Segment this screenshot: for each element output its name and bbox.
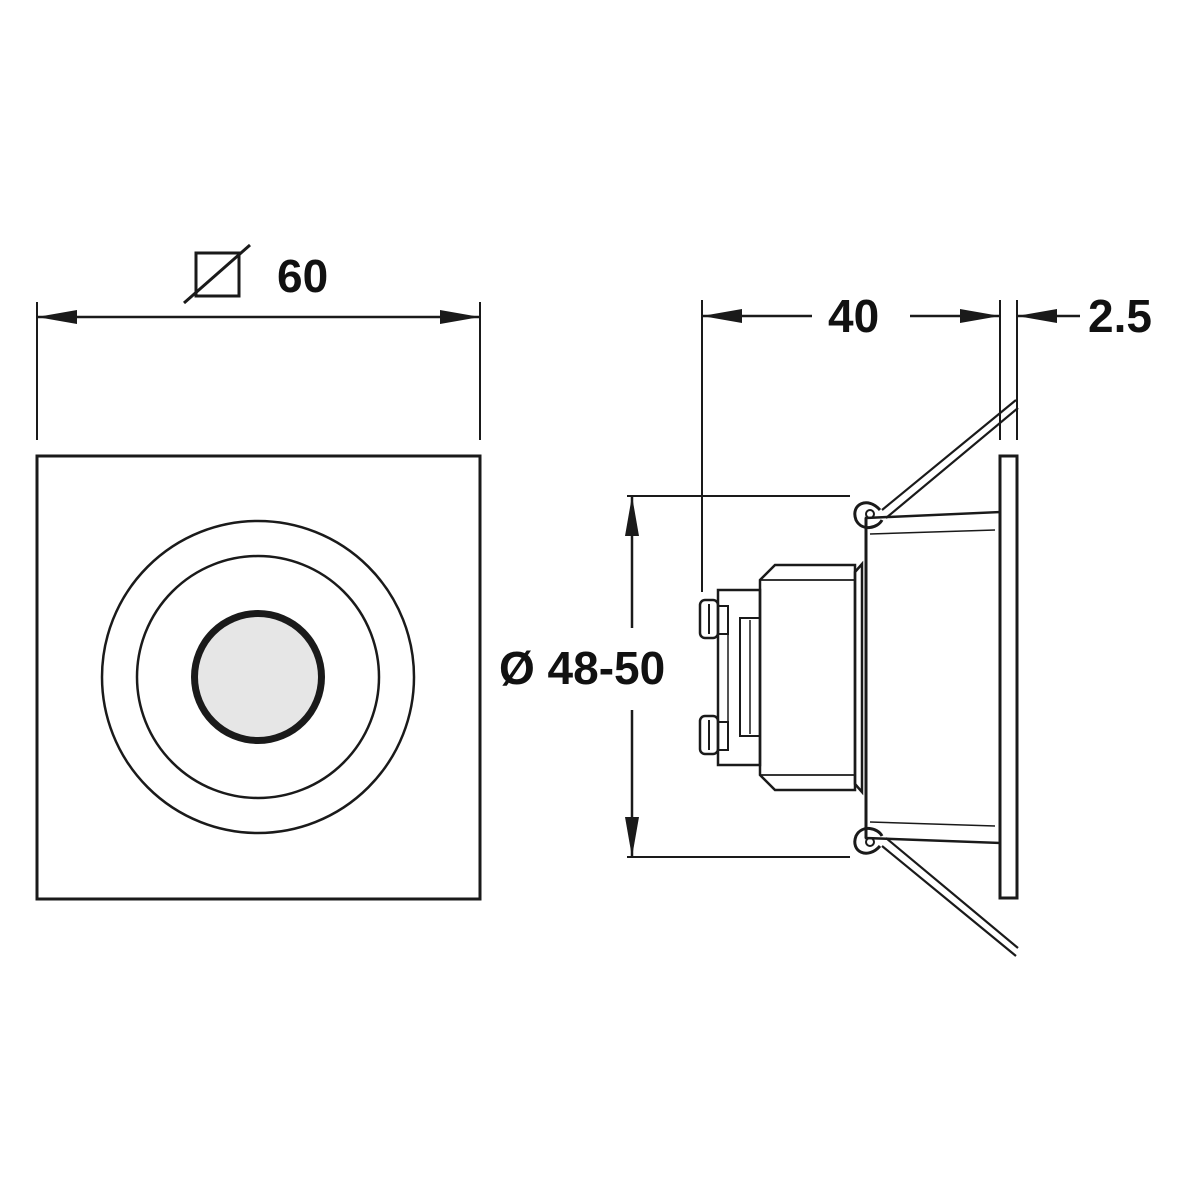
screw-top	[698, 598, 729, 640]
outer-ring	[100, 519, 416, 835]
screw-bottom	[698, 714, 729, 756]
width-dimension-label: 60	[277, 250, 328, 302]
lens	[198, 617, 318, 737]
square-plate	[35, 454, 482, 901]
diameter-dimension-label: Ø 48-50	[499, 642, 665, 694]
spring-clip-bottom	[853, 827, 1019, 957]
depth-dimension-label: 40	[828, 290, 879, 342]
flange-dimension-label: 2.5	[1088, 290, 1152, 342]
side-view: 40 2.5 Ø 48-50	[499, 290, 1152, 957]
housing	[864, 510, 1002, 845]
terminal-block	[716, 588, 762, 767]
front-view: 60	[35, 243, 482, 901]
rear-cap	[758, 560, 864, 796]
middle-ring	[135, 554, 381, 800]
flange-plate	[998, 454, 1019, 900]
spring-clip-top	[853, 399, 1019, 529]
square-dimension-icon	[183, 243, 251, 305]
